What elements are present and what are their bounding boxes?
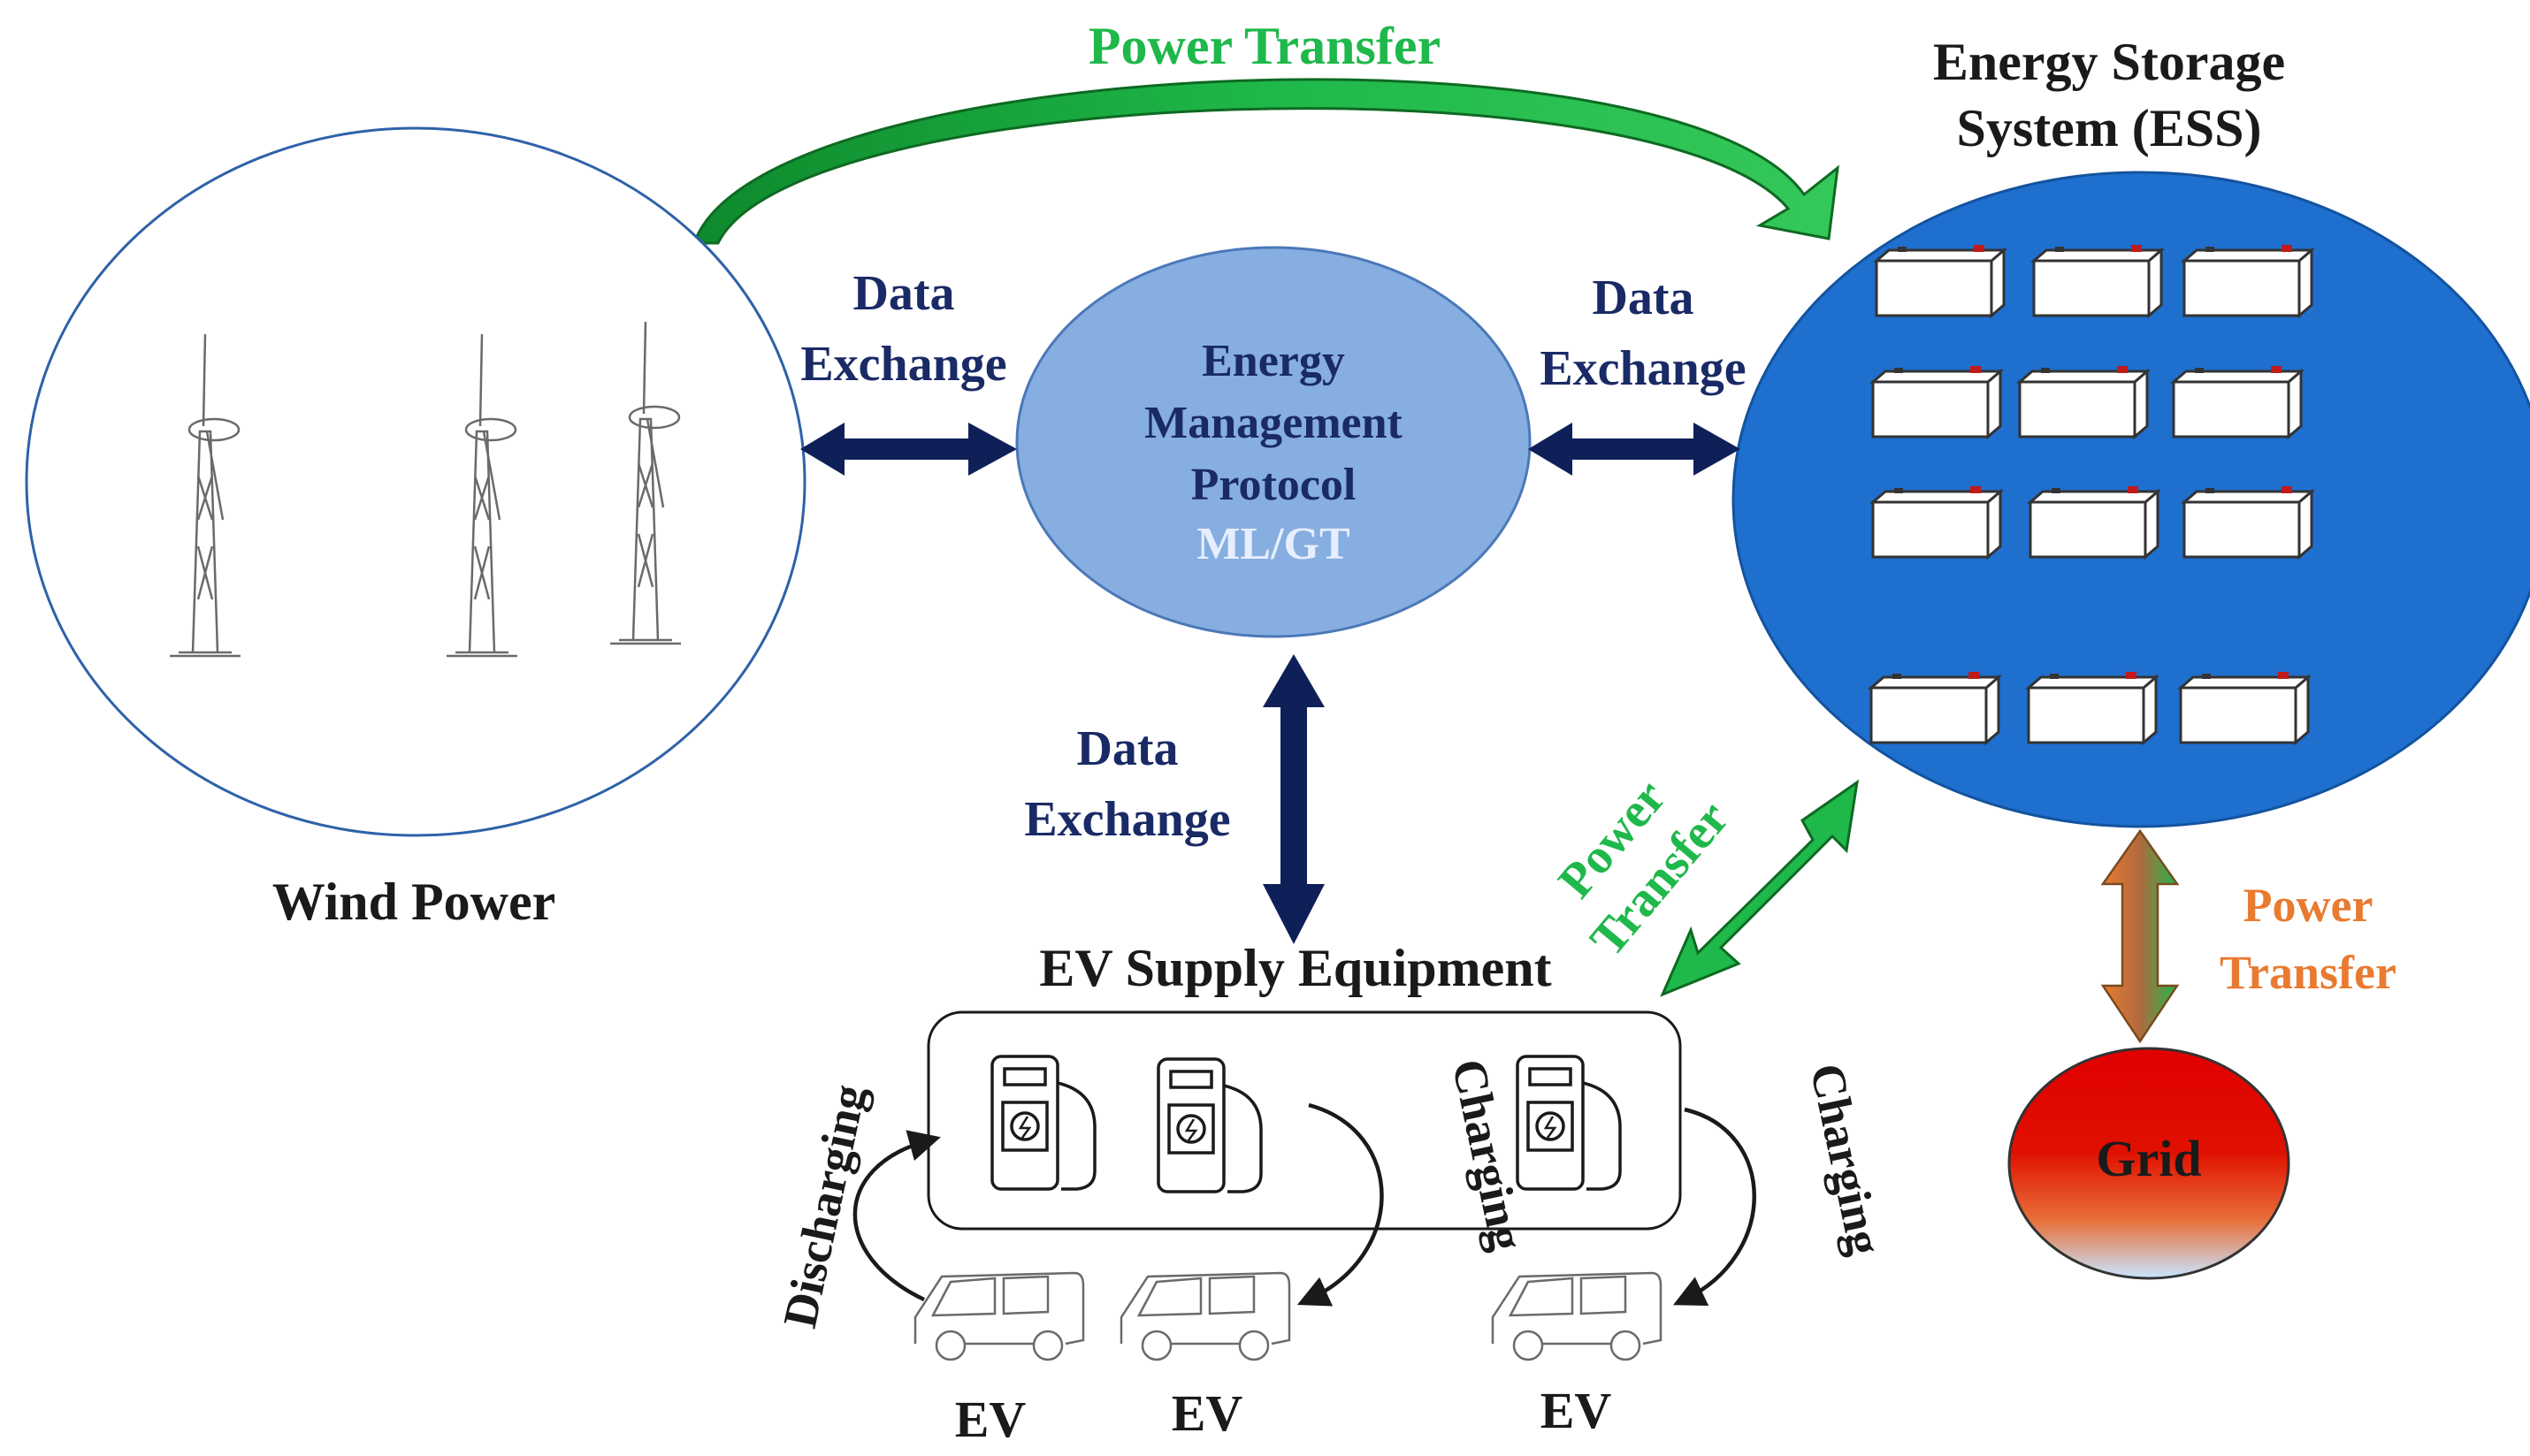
data-exchange-left-line-1: Data [852,266,954,321]
data-exchange-left-line-2: Exchange [800,337,1006,392]
wind-power-node [25,126,806,837]
battery-icon [2018,364,2149,438]
ess-grid-power-arrow [2100,828,2180,1044]
emp-ess-data-arrow [1528,423,1740,476]
wind-power-label: Wind Power [272,873,556,931]
ev-label-3: EV [1540,1382,1612,1439]
emp-label-line-3: Protocol [1191,460,1357,510]
grid-node: Grid [2007,1047,2290,1280]
data-exchange-bottom-line-2: Exchange [1024,792,1230,847]
battery-icon [2029,484,2159,559]
battery-icon [2179,670,2310,744]
ess-evse-power-arrow [1660,779,1860,997]
grid-label: Grid [2096,1130,2201,1187]
battery-icon [1871,484,2002,559]
battery-icon [2172,364,2303,438]
emp-label-line-2: Management [1144,398,1403,448]
charging-label-2: Charging [1800,1059,1892,1260]
charging-flow-arrow-1 [1296,1102,1384,1307]
emp-evse-data-arrow [1263,654,1325,944]
ess-title-line-2: System (ESS) [1956,99,2261,157]
battery-icon [2182,243,2313,317]
battery-icon [2027,670,2158,744]
wind-to-ess-power-arrow [692,78,1839,245]
evse-title: EV Supply Equipment [1039,939,1551,997]
discharging-label: Discharging [773,1080,876,1332]
battery-icon [1869,670,2000,744]
ev-car-icon [1120,1271,1291,1361]
charging-flow-arrow-2 [1673,1107,1756,1306]
grid-power-label-line-2: Transfer [2220,946,2396,999]
energy-storage-system-node [1731,171,2530,828]
ev-car-icon [1491,1271,1662,1361]
data-exchange-right-line-1: Data [1592,271,1693,325]
battery-icon [1875,243,2006,317]
top-power-transfer-label: Power Transfer [1089,17,1441,75]
energy-management-protocol-node: Energy Management Protocol ML/GT [1015,246,1532,638]
battery-icon [2032,243,2163,317]
ev-label-2: EV [1172,1384,1243,1442]
emp-method-label: ML/GT [1196,519,1349,569]
battery-icon [1871,364,2002,438]
ev-car-icon [913,1271,1085,1361]
grid-power-label-line-1: Power [2243,879,2373,932]
ev-label-1: EV [955,1391,1027,1448]
data-exchange-right-line-2: Exchange [1540,341,1746,396]
ev-supply-equipment-node [927,1010,1682,1231]
ess-title-line-1: Energy Storage [1933,33,2285,91]
data-exchange-bottom-line-1: Data [1076,721,1178,776]
discharging-flow-arrow [852,1130,941,1302]
battery-icon [2182,484,2313,559]
emp-label-line-1: Energy [1202,336,1345,386]
wind-emp-data-arrow [800,423,1017,476]
